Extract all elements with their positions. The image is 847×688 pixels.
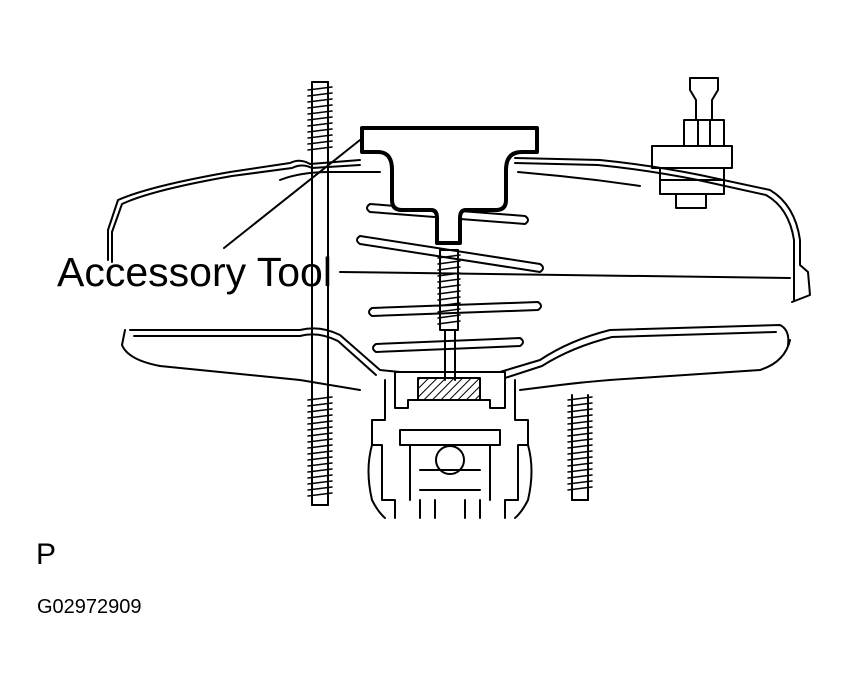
spring-coil — [356, 235, 544, 273]
booster-shell — [107, 157, 811, 303]
spring-coil — [368, 301, 542, 317]
spring-coil — [366, 203, 529, 225]
check-valve — [651, 77, 733, 209]
left-tie-rod — [307, 81, 333, 506]
diaphragm — [121, 324, 791, 391]
accessory-tool-label: Accessory Tool — [57, 249, 332, 295]
spring-coil — [372, 337, 524, 353]
accessory-tool — [360, 126, 539, 245]
leader-lines — [223, 139, 791, 279]
piston-assembly — [367, 371, 533, 519]
push-rod — [437, 249, 461, 381]
right-bolt-stud — [567, 394, 593, 501]
figure-code: G02972909 — [37, 596, 142, 618]
return-spring — [356, 203, 544, 353]
view-letter: P — [36, 538, 57, 571]
